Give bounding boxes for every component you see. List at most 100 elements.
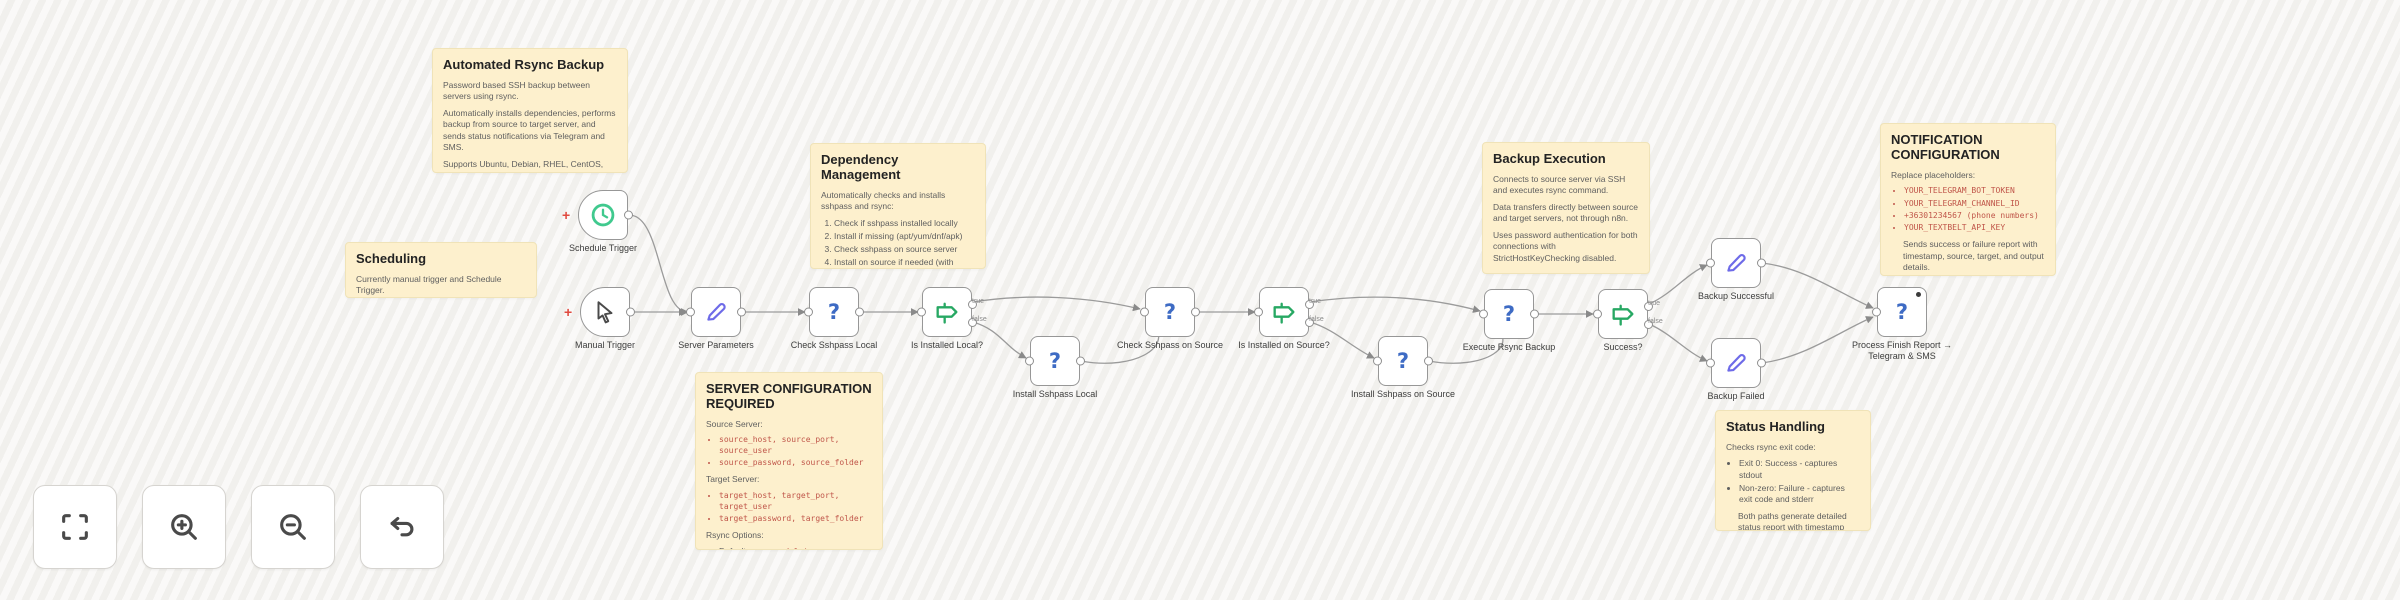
- input-port[interactable]: [1706, 258, 1715, 268]
- node-success[interactable]: true false Success?: [1593, 289, 1663, 352]
- input-port[interactable]: [1479, 309, 1488, 319]
- input-port[interactable]: [1140, 307, 1149, 317]
- pencil-icon: [1727, 254, 1746, 272]
- note-list-item: Check sshpass on source server: [834, 244, 975, 255]
- input-port[interactable]: [1872, 307, 1881, 317]
- node-label: Process Finish Report → Telegram & SMS: [1851, 340, 1953, 362]
- output-port[interactable]: [626, 307, 635, 317]
- output-port[interactable]: [1424, 356, 1433, 366]
- node-label: Schedule Trigger: [568, 243, 638, 253]
- node-check-sshpass-local[interactable]: ? Check Sshpass Local: [791, 287, 877, 350]
- input-port[interactable]: [1593, 309, 1602, 319]
- cursor-icon: [597, 301, 613, 324]
- node-backup-successful[interactable]: Backup Successful: [1698, 238, 1774, 301]
- output-port[interactable]: [1191, 307, 1200, 317]
- output-port-false[interactable]: [1644, 320, 1653, 329]
- input-port[interactable]: [804, 307, 813, 317]
- port-label-true: true: [972, 298, 985, 305]
- zoom-out-button[interactable]: [251, 485, 335, 569]
- fit-view-button[interactable]: [33, 485, 117, 569]
- note-text: Connects to source server via SSH and ex…: [1493, 173, 1626, 196]
- output-port-true[interactable]: [968, 300, 977, 309]
- output-port[interactable]: [1076, 356, 1085, 366]
- node-label: Check Sshpass Local: [790, 340, 878, 350]
- output-port[interactable]: [1757, 258, 1766, 268]
- note-list-item: source_password, source_folder: [719, 458, 872, 469]
- note-text: Sends success or failure report with tim…: [1903, 239, 2044, 272]
- trigger-pin-icon: +: [562, 207, 571, 223]
- node-process-finish-report[interactable]: ? Process Finish Report → Telegram & SMS: [1852, 287, 1952, 361]
- output-port[interactable]: [737, 307, 746, 317]
- output-port[interactable]: [855, 307, 864, 317]
- sticky-note-backup-execution[interactable]: Backup Execution Connects to source serv…: [1482, 142, 1650, 274]
- port-label-false: false: [972, 316, 987, 323]
- note-list: Check if sshpass installed locally Insta…: [821, 218, 975, 268]
- note-list-item: target_host, target_port, target_user: [719, 491, 872, 513]
- question-icon: ?: [1048, 349, 1062, 373]
- sticky-note-automated-rsync-backup[interactable]: Automated Rsync Backup Password based SS…: [432, 48, 628, 173]
- sticky-note-scheduling[interactable]: Scheduling Currently manual trigger and …: [345, 242, 537, 298]
- output-port-false[interactable]: [968, 318, 977, 327]
- signpost-icon: [1273, 302, 1295, 324]
- node-backup-failed[interactable]: Backup Failed: [1706, 338, 1766, 401]
- output-port[interactable]: [624, 210, 633, 220]
- output-port-false[interactable]: [1305, 318, 1314, 327]
- note-list: YOUR_TELEGRAM_BOT_TOKEN YOUR_TELEGRAM_CH…: [1891, 186, 2045, 234]
- node-is-installed-local[interactable]: true false Is Installed Local?: [911, 287, 987, 350]
- node-check-sshpass-on-source[interactable]: ? Check Sshpass on Source: [1117, 287, 1223, 350]
- output-port[interactable]: [1757, 358, 1766, 368]
- zoom-in-button[interactable]: [142, 485, 226, 569]
- node-schedule-trigger[interactable]: + Schedule Trigger: [562, 190, 637, 253]
- input-port[interactable]: [1706, 358, 1715, 368]
- note-list-item: Install if missing (apt/yum/dnf/apk): [834, 231, 975, 242]
- node-label: Backup Successful: [1697, 291, 1775, 301]
- input-port[interactable]: [686, 307, 695, 317]
- sticky-note-server-configuration[interactable]: SERVER CONFIGURATION REQUIRED Source Ser…: [695, 372, 883, 550]
- sticky-note-status-handling[interactable]: Status Handling Checks rsync exit code: …: [1715, 410, 1871, 531]
- note-text: Rsync Options:: [706, 529, 764, 540]
- input-port[interactable]: [1254, 307, 1263, 317]
- sticky-note-notification-configuration[interactable]: NOTIFICATION CONFIGURATION Replace place…: [1880, 123, 2056, 276]
- note-text: Source Server:: [706, 418, 763, 429]
- node-is-installed-on-source[interactable]: true false Is Installed on Source?: [1238, 287, 1330, 350]
- reset-icon: [390, 516, 414, 537]
- note-title: Dependency Management: [821, 152, 901, 182]
- note-text: Currently manual trigger and Schedule Tr…: [356, 273, 502, 296]
- input-port[interactable]: [1373, 356, 1382, 366]
- reset-button[interactable]: [360, 485, 444, 569]
- output-port[interactable]: [1530, 309, 1539, 319]
- node-execute-rsync-backup[interactable]: ? Execute Rsync Backup: [1463, 289, 1555, 352]
- port-label-false: false: [1309, 316, 1324, 323]
- note-list-item: Exit 0: Success - captures stdout: [1739, 458, 1860, 481]
- node-install-sshpass-on-source[interactable]: ? Install Sshpass on Source: [1351, 336, 1455, 399]
- note-title: Status Handling: [1726, 419, 1825, 434]
- node-manual-trigger[interactable]: + Manual Trigger: [564, 287, 635, 350]
- note-list-item: YOUR_TELEGRAM_BOT_TOKEN: [1904, 186, 2045, 197]
- note-text: Both paths generate detailed status repo…: [1738, 510, 1847, 531]
- question-icon: ?: [1163, 300, 1177, 324]
- output-port-true[interactable]: [1644, 302, 1653, 311]
- port-label-false: false: [1648, 318, 1663, 325]
- note-list-item: target_password, target_folder: [719, 514, 872, 525]
- zoom-out-icon: [280, 514, 306, 540]
- port-label-true: true: [1648, 300, 1661, 307]
- note-list: Default: -avz --delete Archive, verbose,…: [706, 546, 872, 549]
- canvas-controls: [33, 485, 444, 569]
- node-server-parameters[interactable]: Server Parameters: [678, 287, 754, 350]
- node-label: Install Sshpass on Source: [1350, 389, 1456, 399]
- node-label: Backup Failed: [1707, 391, 1765, 401]
- input-port[interactable]: [1025, 356, 1034, 366]
- output-port-true[interactable]: [1305, 300, 1314, 309]
- node-install-sshpass-local[interactable]: ? Install Sshpass Local: [1013, 336, 1097, 399]
- note-list-item: YOUR_TEXTBELT_API_KEY: [1904, 223, 2045, 234]
- node-label: Check Sshpass on Source: [1116, 340, 1224, 350]
- node-label: Is Installed Local?: [910, 340, 984, 350]
- note-text: Replace placeholders:: [1891, 169, 1976, 180]
- zoom-in-icon: [171, 514, 197, 540]
- signpost-icon: [1612, 304, 1634, 326]
- note-text: Supports Ubuntu, Debian, RHEL, CentOS, a…: [443, 158, 604, 172]
- note-title: Scheduling: [356, 251, 427, 266]
- input-port[interactable]: [917, 307, 926, 317]
- sticky-note-dependency-management[interactable]: Dependency Management Automatically chec…: [810, 143, 986, 269]
